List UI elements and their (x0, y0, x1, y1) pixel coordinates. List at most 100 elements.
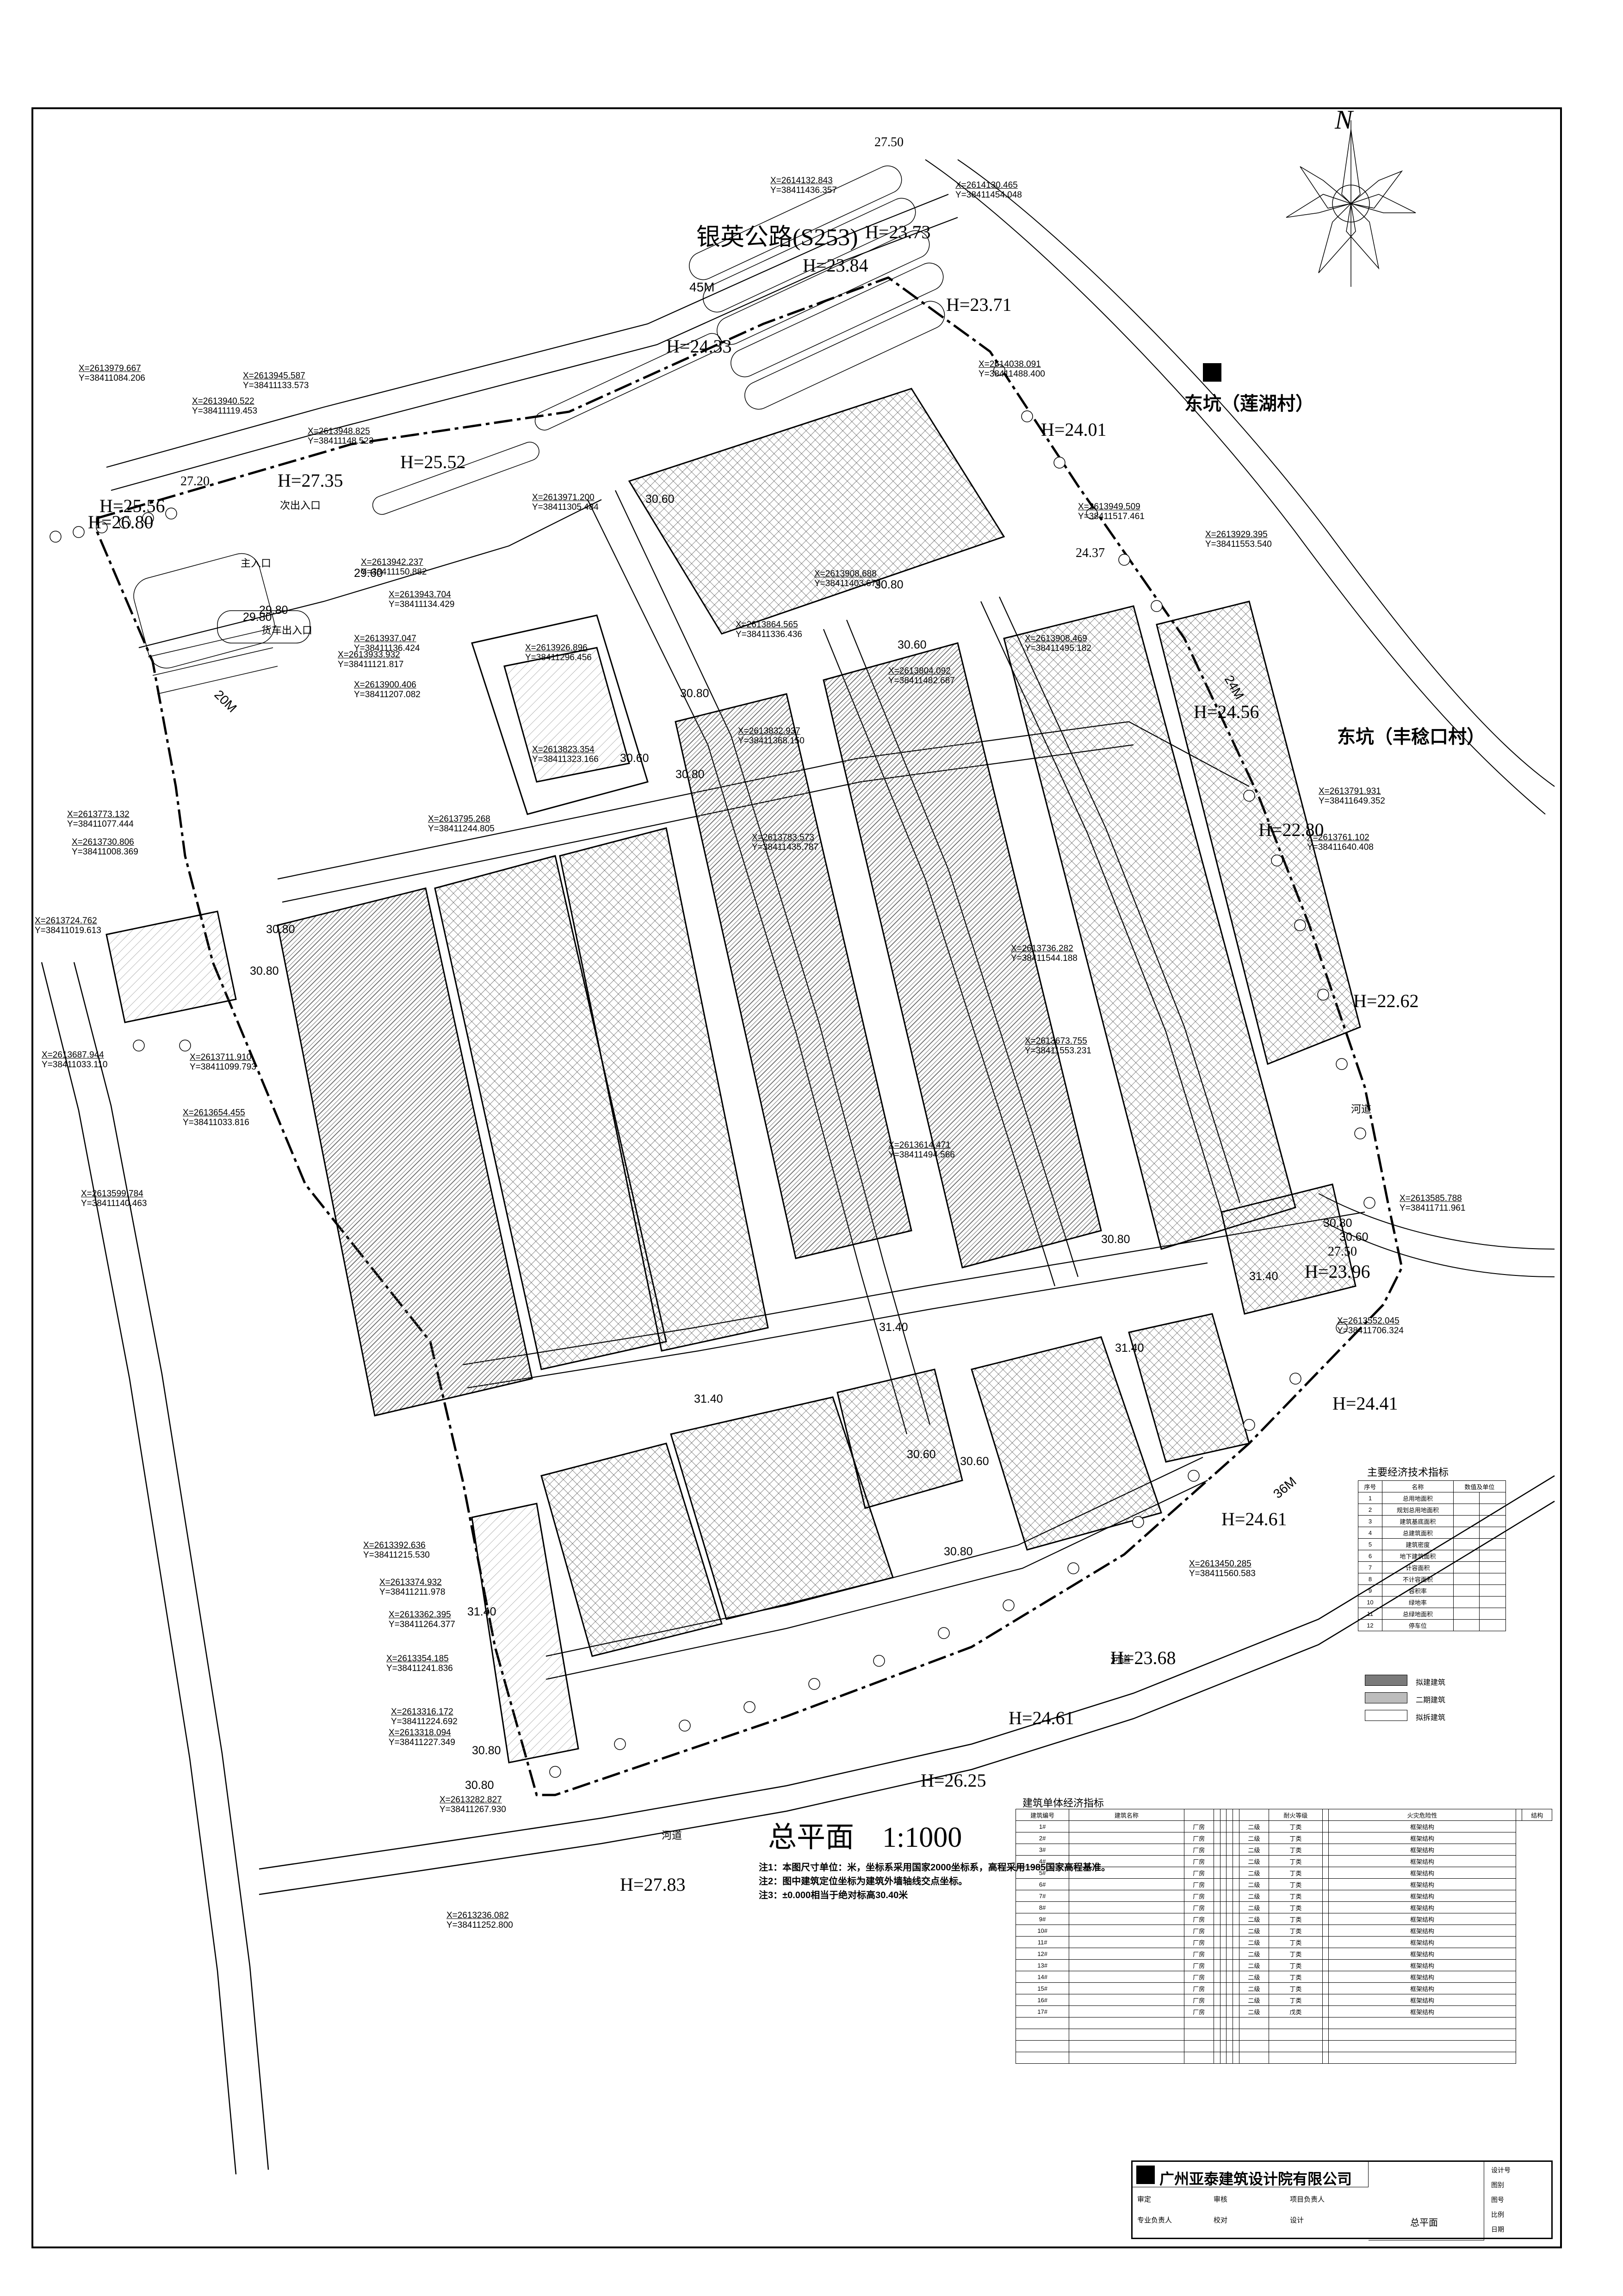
eco-table-cell (1479, 1561, 1506, 1573)
coordinate-y: Y=38411207.082 (354, 690, 421, 699)
bld-table-cell (1226, 1844, 1233, 1856)
river-label-2: 河道 (1110, 1654, 1131, 1665)
eco-table-title: 主要经济技术指标 (1367, 1467, 1449, 1478)
coordinate-y: Y=38411119.453 (192, 406, 258, 416)
bld-table-cell (1322, 1855, 1329, 1867)
coordinate-x: X=2613823.354 (532, 745, 595, 755)
bld-table-cell: 厂房 (1183, 1994, 1214, 2006)
bld-table-cell (1322, 2017, 1329, 2029)
bld-table-cell (1214, 1820, 1220, 1832)
bld-table-header-cell: 建筑名称 (1069, 1809, 1184, 1821)
bld-table-cell (1220, 1820, 1227, 1832)
eco-table-cell: 名称 (1381, 1480, 1454, 1492)
bld-table-cell: 12# (1015, 1948, 1070, 1960)
eco-table-cell: 序号 (1358, 1480, 1382, 1492)
bld-table-cell: 10# (1015, 1925, 1070, 1937)
bld-table-cell (1069, 1890, 1184, 1902)
bld-table-row: 11#厂房二级丁类框架结构 (1015, 1936, 1552, 1948)
bld-table-cell (1214, 1913, 1220, 1925)
site-level: 31.40 (1115, 1342, 1144, 1355)
bld-table-cell: 厂房 (1183, 1925, 1214, 1937)
site-level: 30.80 (266, 923, 295, 936)
bld-table-cell (1220, 1948, 1227, 1960)
bld-table-cell: 丁类 (1269, 1855, 1323, 1867)
bld-table-cell (1226, 1936, 1233, 1948)
village-lianhu: 东坑（莲湖村） (1184, 393, 1314, 414)
eco-table-cell (1479, 1492, 1506, 1504)
bld-table-cell (1322, 1971, 1329, 1983)
eco-table-cell: 建筑基底面积 (1381, 1515, 1454, 1527)
coordinate-y: Y=38411121.817 (338, 660, 404, 669)
bld-table-row: 1#厂房二级丁类框架结构 (1015, 1820, 1552, 1832)
bld-table-cell (1233, 1936, 1239, 1948)
coordinate-y: Y=38411403.676 (814, 579, 881, 588)
bld-table-cell: 二级 (1239, 1913, 1270, 1925)
bld-table-cell (1220, 1971, 1227, 1983)
bld-table-cell (1183, 2040, 1214, 2052)
coordinate-y: Y=38411436.357 (770, 186, 837, 195)
coordinate-x: X=2613614.471 (888, 1140, 951, 1150)
bld-table-row: 6#厂房二级丁类框架结构 (1015, 1878, 1552, 1890)
coordinate-x: X=2613971.200 (532, 493, 595, 502)
coordinate-y: Y=38411019.613 (35, 926, 101, 935)
compass-rose (1286, 120, 1416, 287)
elevation-marker: H=25.56 (99, 495, 165, 516)
legend-label: 二期建筑 (1416, 1696, 1446, 1704)
bld-table-cell (1233, 1959, 1239, 1971)
bld-table-cell (1069, 1982, 1184, 1994)
bld-table-cell (1322, 1994, 1329, 2006)
bld-table-cell (1239, 2052, 1270, 2064)
site-level: 31.40 (467, 1605, 496, 1618)
elevation-marker: H=24.01 (1041, 419, 1107, 440)
coordinate-x: X=2614038.091 (979, 359, 1041, 369)
building-18 (471, 1503, 579, 1764)
bld-table-cell: 二级 (1239, 1971, 1270, 1983)
coordinate-x: X=2613908.688 (814, 569, 877, 579)
bld-table-cell: 厂房 (1183, 1982, 1214, 1994)
eco-table-cell: 不计容面积 (1381, 1573, 1454, 1585)
bld-table-header-cell (1220, 1809, 1227, 1821)
bld-table-cell: 厂房 (1183, 2005, 1214, 2018)
bld-table-cell (1233, 1890, 1239, 1902)
bld-table-cell: 1# (1015, 1820, 1070, 1832)
bld-table-cell: 框架结构 (1328, 1994, 1516, 2006)
bld-table-cell: 厂房 (1183, 1913, 1214, 1925)
eco-table-cell: 9 (1358, 1584, 1382, 1597)
bld-table-cell (1214, 1844, 1220, 1856)
bld-table-cell (1214, 2029, 1220, 2041)
coordinate-y: Y=38411640.408 (1307, 842, 1374, 852)
eco-table-cell (1479, 1619, 1506, 1631)
bld-table-cell (1226, 2029, 1233, 2041)
bld-table-cell (1233, 1925, 1239, 1937)
elevation-marker: H=26.25 (921, 1770, 986, 1791)
legend-label: 拟建建筑 (1416, 1679, 1446, 1687)
bld-table-cell (1226, 1820, 1233, 1832)
eco-table-cell: 2 (1358, 1504, 1382, 1516)
bld-table-cell (1322, 1982, 1329, 1994)
coordinate-x: X=2613362.395 (389, 1610, 451, 1620)
site-level: 29.80 (243, 611, 272, 624)
eco-table-cell: 停车位 (1381, 1619, 1454, 1631)
bld-table-row (1015, 2029, 1552, 2041)
building-7 (1156, 600, 1361, 1065)
bld-table-cell (1220, 2005, 1227, 2018)
bld-table-row: 17#厂房二级戊类框架结构 (1015, 2005, 1552, 2018)
eco-table-cell: 数值及单位 (1453, 1480, 1506, 1492)
bld-table-cell (1233, 1844, 1239, 1856)
bld-table-row (1015, 2052, 1552, 2064)
building-13 (836, 1368, 963, 1509)
bld-table-cell (1220, 1925, 1227, 1937)
eco-table-cell: 8 (1358, 1573, 1382, 1585)
